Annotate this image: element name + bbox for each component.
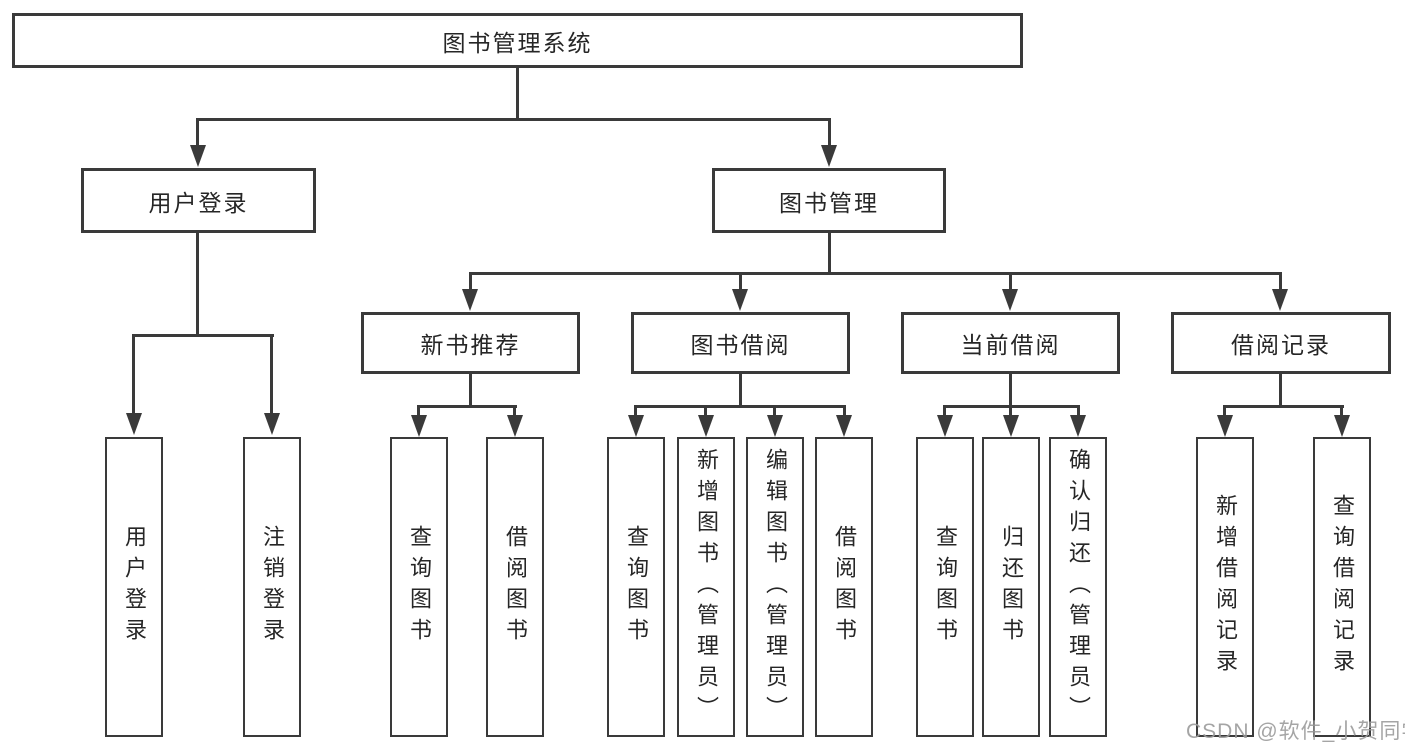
connector-section-stem: [739, 272, 742, 291]
node-new-book-rec: 新书推荐: [361, 312, 580, 374]
connector-leaf-stem: [1077, 405, 1080, 418]
arrow-down-icon: [411, 415, 427, 437]
connector-leaf-stem: [132, 334, 135, 414]
connector-leaf-stem: [417, 405, 420, 418]
leaf-borrow-books-rec: 借阅图书: [486, 437, 544, 737]
arrow-down-icon: [628, 415, 644, 437]
arrow-down-icon: [507, 415, 523, 437]
connector-leaf-stem: [513, 405, 516, 418]
leaf-user-login: 用户登录: [105, 437, 163, 737]
arrow-down-icon: [836, 415, 852, 437]
connector-curr-borrow-down: [1009, 374, 1012, 408]
connector-user-login-down: [196, 232, 199, 337]
arrow-down-icon: [1002, 289, 1018, 311]
connector-borrow-rec-down: [1279, 374, 1282, 408]
leaf-confirm-return-admin: 确认归还（管理员）: [1049, 437, 1107, 737]
arrow-down-icon: [698, 415, 714, 437]
node-user-login: 用户登录: [81, 168, 316, 233]
leaf-query-borrow-record: 查询借阅记录: [1313, 437, 1371, 737]
leaf-edit-books-admin: 编辑图书（管理员）: [746, 437, 804, 737]
connector-section-stem: [469, 272, 472, 291]
connector-book-mgmt-down: [828, 233, 831, 275]
node-borrow-records: 借阅记录: [1171, 312, 1391, 374]
csdn-watermark: CSDN @软件_小贺同学: [1186, 720, 1405, 743]
connector-leaf-stem: [1340, 405, 1343, 418]
arrow-down-icon: [462, 289, 478, 311]
connector-new-rec-hline: [417, 405, 517, 408]
node-current-borrow: 当前借阅: [901, 312, 1120, 374]
arrow-down-icon: [732, 289, 748, 311]
connector-leaf-stem: [773, 405, 776, 418]
arrow-down-icon: [1003, 415, 1019, 437]
connector-user-login-stem: [196, 118, 199, 147]
connector-user-login-hline: [132, 334, 274, 337]
connector-section-stem: [1279, 272, 1282, 291]
connector-book-mgmt-stem: [828, 118, 831, 147]
leaf-query-books-borrow: 查询图书: [607, 437, 665, 737]
connector-leaf-stem: [843, 405, 846, 418]
connector-borrow-rec-hline: [1223, 405, 1344, 408]
arrow-down-icon: [1070, 415, 1086, 437]
connector-new-rec-down: [469, 374, 472, 408]
connector-section-stem: [1009, 272, 1012, 291]
leaf-query-books-current: 查询图书: [916, 437, 974, 737]
leaf-borrow-books: 借阅图书: [815, 437, 873, 737]
node-book-mgmt: 图书管理: [712, 168, 946, 233]
connector-root-stub: [516, 68, 519, 121]
node-book-borrow: 图书借阅: [631, 312, 850, 374]
connector-leaf-stem: [634, 405, 637, 418]
arrow-down-icon: [190, 145, 206, 167]
arrow-down-icon: [821, 145, 837, 167]
arrow-down-icon: [937, 415, 953, 437]
connector-leaf-stem: [1009, 405, 1012, 418]
arrow-down-icon: [1217, 415, 1233, 437]
connector-leaf-stem: [1223, 405, 1226, 418]
connector-book-borrow-hline: [634, 405, 846, 408]
node-root: 图书管理系统: [12, 13, 1023, 68]
connector-level2-hline: [196, 118, 831, 121]
arrow-down-icon: [264, 413, 280, 435]
connector-book-borrow-down: [739, 374, 742, 408]
leaf-add-books-admin: 新增图书（管理员）: [677, 437, 735, 737]
connector-leaf-stem: [704, 405, 707, 418]
arrow-down-icon: [1272, 289, 1288, 311]
arrow-down-icon: [1334, 415, 1350, 437]
leaf-add-borrow-record: 新增借阅记录: [1196, 437, 1254, 737]
leaf-return-books: 归还图书: [982, 437, 1040, 737]
connector-leaf-stem: [943, 405, 946, 418]
connector-level3-hline: [469, 272, 1282, 275]
leaf-query-books-rec: 查询图书: [390, 437, 448, 737]
connector-leaf-stem: [270, 334, 273, 414]
leaf-logout: 注销登录: [243, 437, 301, 737]
arrow-down-icon: [767, 415, 783, 437]
arrow-down-icon: [126, 413, 142, 435]
